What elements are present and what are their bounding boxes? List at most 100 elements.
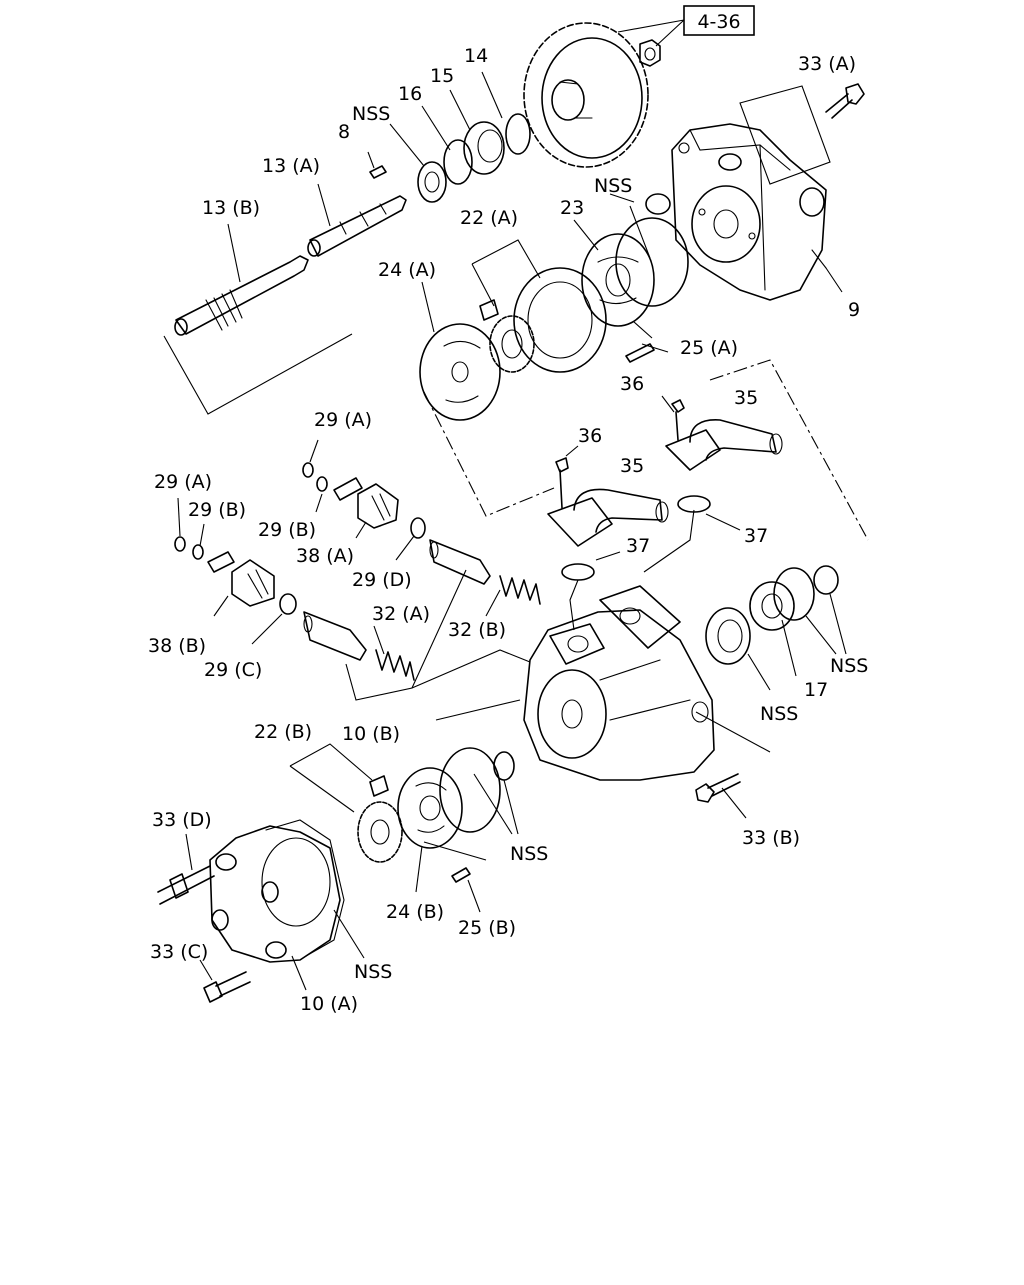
front-cover-10a: [209, 825, 341, 963]
label-9: 9: [848, 299, 860, 321]
label-29b-left: 29 (B): [188, 499, 246, 521]
label-nss-oring: NSS: [594, 175, 632, 197]
label-nss-bearing: NSS: [760, 703, 798, 725]
label-33d: 33 (D): [152, 809, 212, 831]
svg-text:4-36: 4-36: [697, 11, 740, 33]
label-10a: 10 (A): [300, 993, 358, 1015]
rotor-front: [357, 801, 403, 863]
fitting-35-left: [547, 488, 669, 547]
o-ring-nss-plate-large: [439, 747, 501, 833]
seal-nss: [417, 161, 447, 203]
label-29b-mid: 29 (B): [258, 519, 316, 541]
leader-lines: [163, 71, 869, 991]
bearing-15: [463, 121, 505, 175]
bolt-36-right: [671, 399, 685, 441]
label-nss-plate: NSS: [510, 843, 548, 865]
pin-25b: [451, 867, 471, 883]
pin-25a: [625, 343, 655, 363]
o-ring-nss-large: [615, 217, 689, 307]
label-38b: 38 (B): [148, 635, 206, 657]
plunger-lower: [303, 611, 367, 661]
bolt-33c: [203, 971, 251, 1003]
label-29a-left: 29 (A): [154, 471, 212, 493]
drive-shaft-13a: [307, 195, 407, 257]
drive-gear: [523, 22, 649, 168]
bolt-33a: [825, 83, 865, 119]
label-23: 23: [560, 197, 584, 219]
label-32a: 32 (A): [372, 603, 430, 625]
o-ring-29d: [410, 517, 426, 539]
label-29d: 29 (D): [352, 569, 412, 591]
label-38a: 38 (A): [296, 545, 354, 567]
label-32b: 32 (B): [448, 619, 506, 641]
spring-32a: [375, 649, 415, 681]
valve-38a: [333, 477, 399, 529]
reference-box[interactable]: 4-36: [683, 5, 755, 36]
bolt-33d: [157, 865, 215, 905]
o-ring-nss-plate-small: [493, 751, 515, 781]
label-10b: 10 (B): [342, 723, 400, 745]
cam-ring-22a: [513, 267, 607, 373]
valve-38b: [207, 551, 275, 607]
o-ring-37-left: [561, 563, 595, 581]
label-22b: 22 (B): [254, 721, 312, 743]
gear-nut: [639, 39, 661, 67]
label-33b: 33 (B): [742, 827, 800, 849]
label-35-left: 35: [620, 455, 644, 477]
label-33c: 33 (C): [150, 941, 208, 963]
plunger-upper: [429, 539, 491, 585]
label-13b: 13 (B): [202, 197, 260, 219]
spring-32b: [499, 575, 541, 605]
label-33a: 33 (A): [798, 53, 856, 75]
label-13a: 13 (A): [262, 155, 320, 177]
woodruff-key-8: [369, 165, 387, 179]
o-ring-29b-left: [192, 544, 204, 560]
bolt-36-left: [555, 457, 569, 509]
label-37-right: 37: [744, 525, 768, 547]
snap-ring-14: [505, 113, 531, 155]
ring-16: [443, 139, 473, 185]
gasket-nss: [265, 819, 345, 957]
bolt-33b: [695, 773, 741, 803]
vane-22b: [369, 775, 389, 797]
pressure-plate-24b: [397, 767, 463, 849]
label-16: 16: [398, 83, 422, 105]
label-17: 17: [804, 679, 828, 701]
bearing-nss-right: [705, 607, 751, 665]
rotor: [489, 315, 535, 373]
label-nss-cover: NSS: [354, 961, 392, 983]
o-ring-29c: [279, 593, 297, 615]
pressure-plate-24a: [419, 323, 501, 421]
label-nss-top: NSS: [352, 103, 390, 125]
label-36-left: 36: [578, 425, 602, 447]
drive-shaft-13b: [174, 255, 309, 336]
label-15: 15: [430, 65, 454, 87]
o-ring-nss-small: [645, 193, 671, 215]
label-24a: 24 (A): [378, 259, 436, 281]
label-25b: 25 (B): [458, 917, 516, 939]
o-ring-29b-mid: [316, 476, 328, 492]
label-22a: 22 (A): [460, 207, 518, 229]
o-ring-29a-left: [174, 536, 186, 552]
o-ring-37-right: [677, 495, 711, 513]
fitting-35-right: [665, 419, 783, 471]
label-nss-right: NSS: [830, 655, 868, 677]
part-labels: 33 (A) 14 15 16 NSS 8 13 (A) 13 (B) NSS …: [148, 45, 868, 1015]
label-8: 8: [338, 121, 350, 143]
label-14: 14: [464, 45, 488, 67]
o-ring-nss-right-2: [813, 565, 839, 595]
label-37-left: 37: [626, 535, 650, 557]
label-29c: 29 (C): [204, 659, 262, 681]
pump-housing-rear: [671, 123, 827, 301]
label-35-right: 35: [734, 387, 758, 409]
label-36-right: 36: [620, 373, 644, 395]
label-25a: 25 (A): [680, 337, 738, 359]
pump-body-10b: [523, 585, 715, 781]
label-24b: 24 (B): [386, 901, 444, 923]
seal-17: [749, 581, 795, 631]
vane-22a: [479, 299, 499, 321]
o-ring-nss-right-1: [773, 567, 815, 621]
o-ring-29a-top: [302, 462, 314, 478]
label-29a-top: 29 (A): [314, 409, 372, 431]
